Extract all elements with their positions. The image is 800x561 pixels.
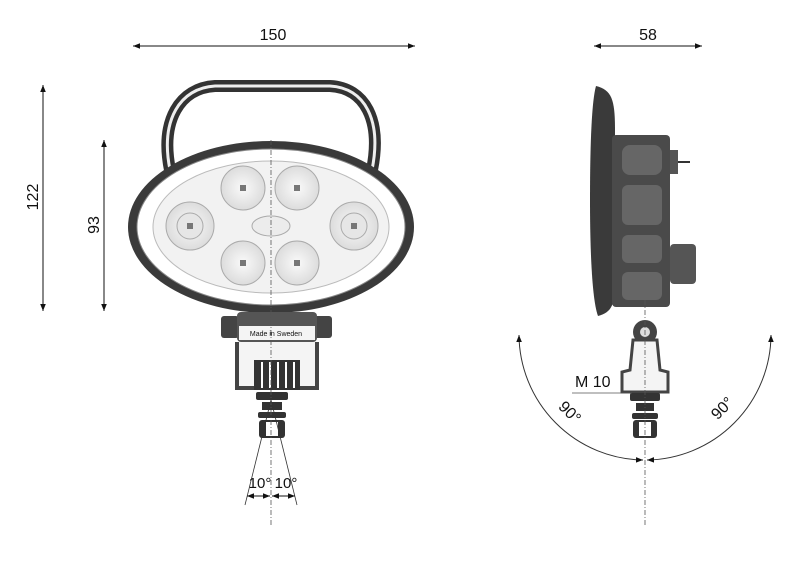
side-housing (590, 86, 615, 316)
width-label: 150 (260, 27, 287, 44)
side-view: 90° 90° M 10 (516, 86, 774, 525)
total-height-label: 122 (25, 184, 42, 211)
tilt-right-label: 10° (275, 475, 298, 492)
dimension-depth: 58 (594, 27, 702, 49)
bolt (256, 392, 288, 438)
dimension-body-height: 93 (86, 140, 107, 311)
thread-callout: M 10 (572, 374, 632, 394)
dimension-width: 150 (133, 27, 415, 49)
body-height-label: 93 (86, 216, 103, 234)
dimension-total-height: 122 (25, 85, 46, 311)
tilt-left-label: 10° (249, 475, 272, 492)
mount-bracket: Made in Sweden (221, 312, 332, 390)
angle-right-label: 90° (708, 394, 737, 423)
thread-label: M 10 (575, 374, 611, 391)
front-view: Made in Sweden 10° 10° (128, 80, 414, 525)
made-in-label: Made in Sweden (250, 331, 302, 338)
depth-label: 58 (639, 27, 657, 44)
angle-left-label: 90° (555, 398, 584, 427)
tilt-angle-indicator: 10° 10° (244, 399, 298, 506)
